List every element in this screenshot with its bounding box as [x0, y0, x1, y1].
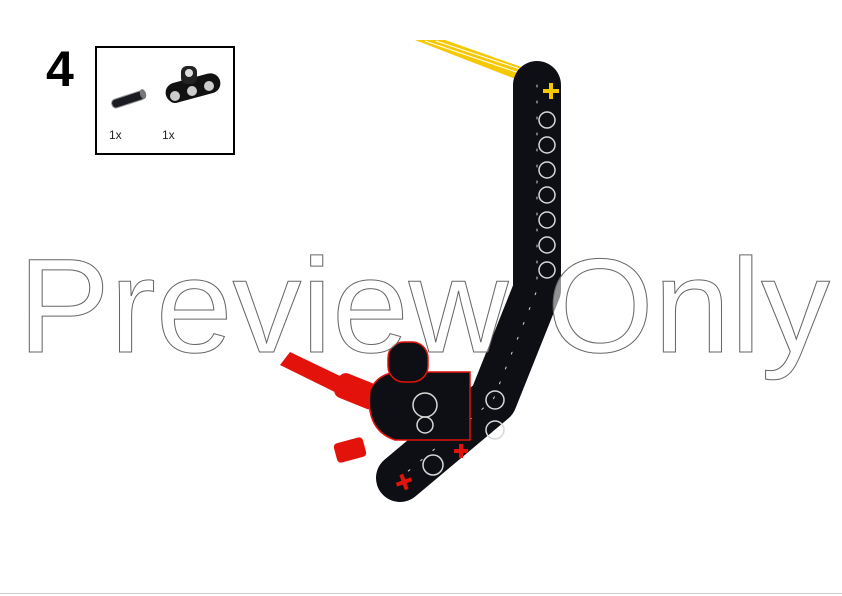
beam-icon [165, 66, 221, 103]
pin-connector-icon [111, 89, 147, 109]
yellow-axle [415, 40, 530, 80]
beam-holes [422, 111, 556, 476]
red-cross-icons [395, 444, 468, 491]
parts-illustration [111, 66, 221, 109]
parts-callout: 1x 1x [95, 46, 235, 155]
connector-beam [368, 341, 471, 441]
part-quantity: 1x [109, 128, 122, 142]
part-quantity: 1x [162, 128, 175, 142]
watermark: Preview Only [18, 232, 830, 381]
cross-hole-icons [543, 83, 559, 99]
page-divider [0, 593, 842, 594]
step-number: 4 [46, 41, 74, 97]
